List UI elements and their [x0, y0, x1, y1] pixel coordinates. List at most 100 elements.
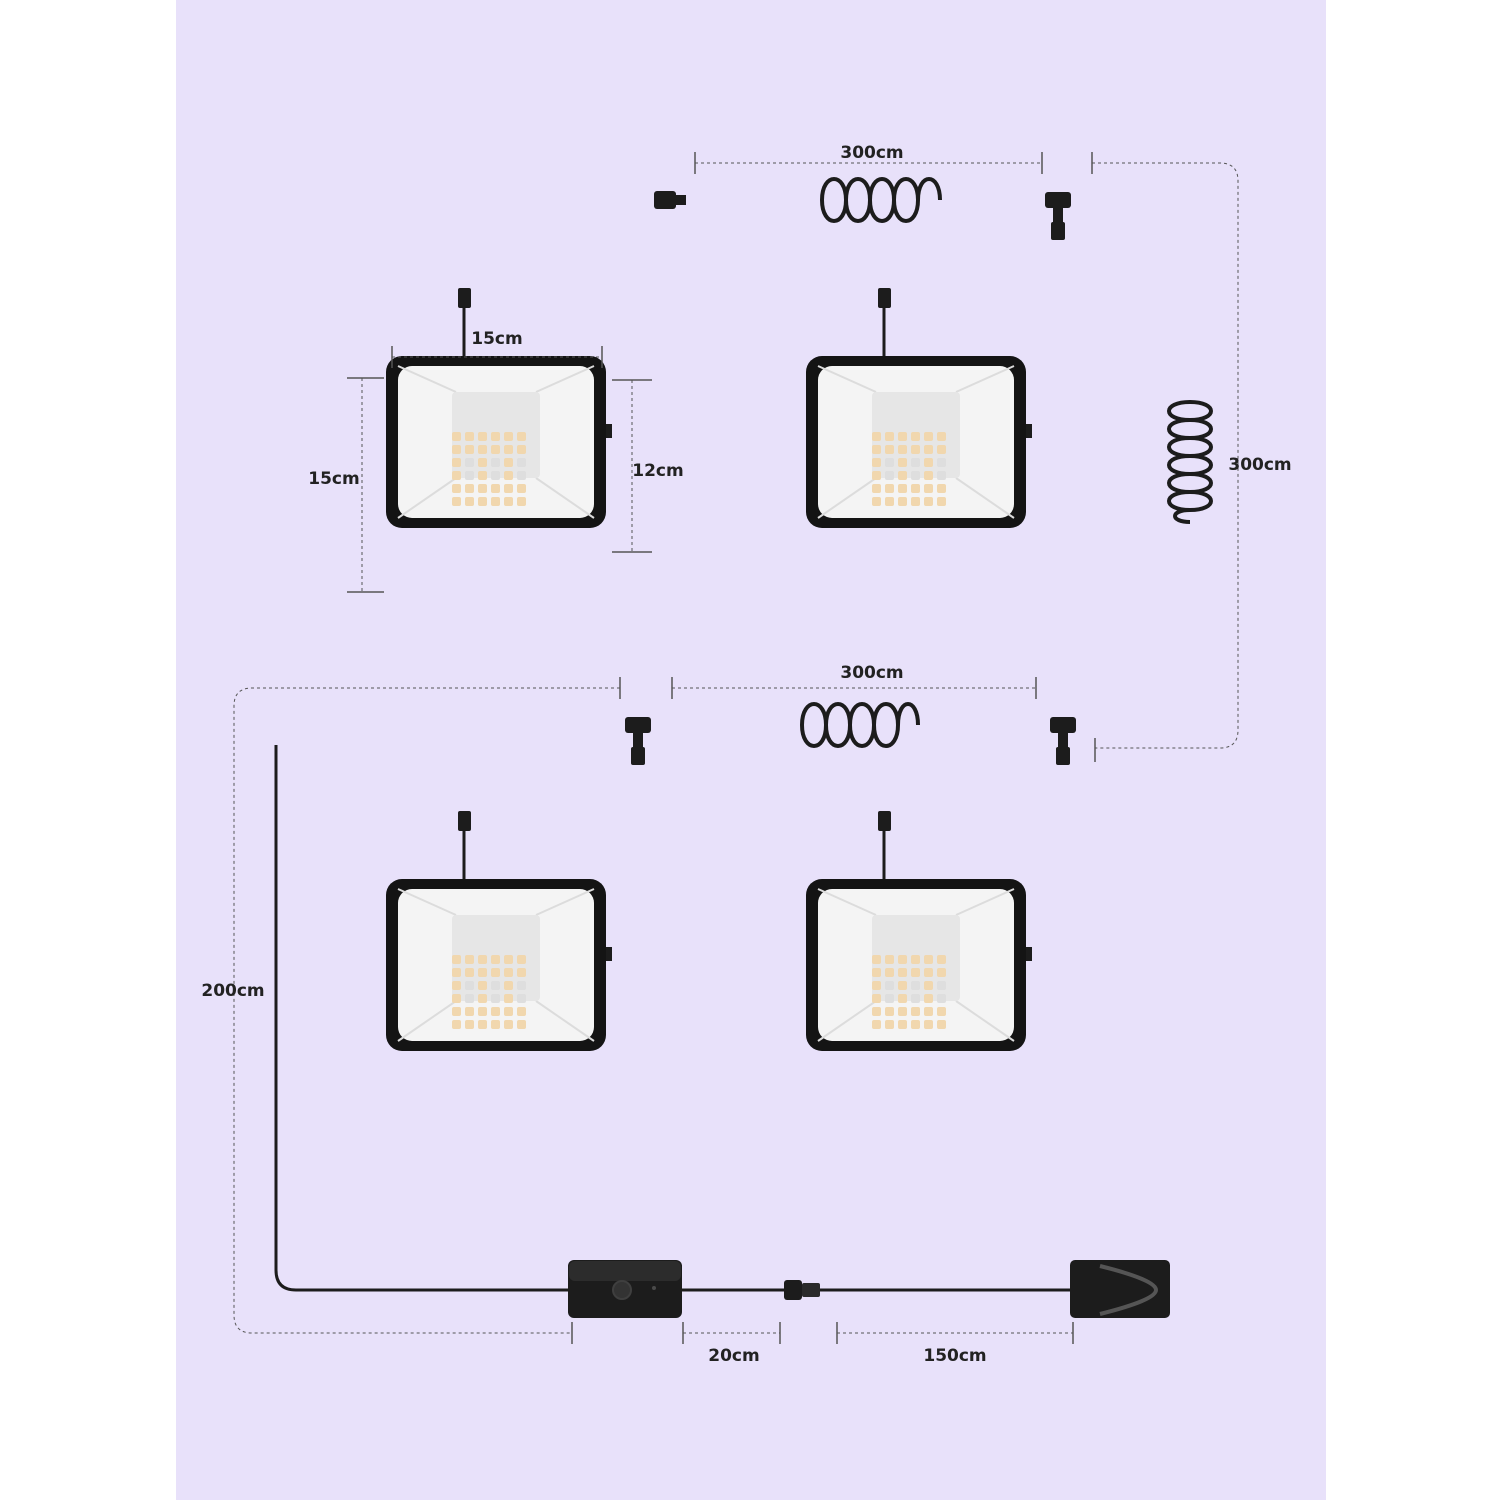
led-chip	[911, 1007, 920, 1016]
led-chip	[872, 968, 881, 977]
led-chip	[517, 497, 526, 506]
led-chip	[924, 981, 933, 990]
led-chip	[924, 955, 933, 964]
led-chip	[491, 458, 500, 467]
led-chip	[452, 1007, 461, 1016]
led-chip	[504, 955, 513, 964]
led-chip	[898, 994, 907, 1003]
led-chip	[924, 458, 933, 467]
led-chip	[937, 432, 946, 441]
led-chip	[885, 968, 894, 977]
coil-cable-top	[820, 177, 942, 223]
led-chip	[517, 1020, 526, 1029]
led-chip	[924, 994, 933, 1003]
end-plug	[654, 191, 686, 209]
led-chip	[885, 1020, 894, 1029]
led-chip	[911, 484, 920, 493]
led-chip	[465, 981, 474, 990]
led-chip	[924, 445, 933, 454]
led-chip	[491, 981, 500, 990]
led-chip	[504, 497, 513, 506]
led-chip	[504, 458, 513, 467]
led-chip	[885, 471, 894, 480]
led-chip	[937, 968, 946, 977]
led-chip	[911, 458, 920, 467]
led-chip	[452, 432, 461, 441]
led-chip	[465, 955, 474, 964]
led-chip	[491, 955, 500, 964]
led-chip	[452, 981, 461, 990]
led-chip	[872, 471, 881, 480]
led-chip	[911, 994, 920, 1003]
led-chip	[937, 1020, 946, 1029]
led-chip	[478, 981, 487, 990]
power-adapter	[1070, 1260, 1170, 1318]
label-right-cable: 300cm	[1228, 455, 1291, 475]
label-lamp-inner-height: 12cm	[632, 461, 683, 481]
led-chip	[885, 1007, 894, 1016]
led-chip	[517, 484, 526, 493]
led-chip	[504, 1007, 513, 1016]
led-chip	[504, 445, 513, 454]
led-chip	[517, 432, 526, 441]
led-chip	[491, 484, 500, 493]
led-chip	[465, 458, 474, 467]
led-chip	[517, 994, 526, 1003]
led-chip	[898, 458, 907, 467]
led-chip	[872, 484, 881, 493]
led-chip	[911, 968, 920, 977]
led-chip	[872, 1020, 881, 1029]
led-chip	[885, 458, 894, 467]
led-chip	[517, 981, 526, 990]
led-chip	[898, 968, 907, 977]
led-chip	[491, 994, 500, 1003]
led-chip	[911, 432, 920, 441]
led-chip	[491, 445, 500, 454]
label-switch-cable: 20cm	[708, 1346, 759, 1366]
led-chip	[478, 484, 487, 493]
led-arrays	[452, 432, 946, 1029]
led-chip	[911, 497, 920, 506]
led-chip	[504, 968, 513, 977]
led-chip	[504, 1020, 513, 1029]
led-chip	[924, 1007, 933, 1016]
label-middle-cable: 300cm	[840, 663, 903, 683]
led-chip	[924, 1020, 933, 1029]
led-chip	[465, 968, 474, 977]
led-chip	[504, 981, 513, 990]
led-chip	[452, 497, 461, 506]
led-chip	[924, 432, 933, 441]
led-chip	[478, 497, 487, 506]
led-chip	[937, 981, 946, 990]
led-chip	[517, 955, 526, 964]
led-chip	[872, 458, 881, 467]
led-chip	[924, 484, 933, 493]
led-chip	[885, 994, 894, 1003]
led-chip	[452, 955, 461, 964]
led-chip	[898, 432, 907, 441]
led-chip	[898, 445, 907, 454]
led-chip	[517, 471, 526, 480]
led-chip	[452, 471, 461, 480]
led-chip	[478, 968, 487, 977]
led-chip	[478, 458, 487, 467]
led-chip	[465, 445, 474, 454]
led-chip	[872, 955, 881, 964]
led-chip	[937, 484, 946, 493]
led-chip	[465, 471, 474, 480]
coil-cable-middle	[800, 702, 920, 748]
led-chip	[491, 1007, 500, 1016]
led-chip	[885, 484, 894, 493]
led-chip	[465, 497, 474, 506]
led-chip	[937, 955, 946, 964]
led-chip	[872, 1007, 881, 1016]
led-chip	[504, 471, 513, 480]
label-left-cable: 200cm	[201, 981, 264, 1001]
led-chip	[898, 497, 907, 506]
led-chip	[491, 471, 500, 480]
led-chip	[465, 1020, 474, 1029]
led-chip	[478, 994, 487, 1003]
label-lamp-width: 15cm	[471, 329, 522, 349]
